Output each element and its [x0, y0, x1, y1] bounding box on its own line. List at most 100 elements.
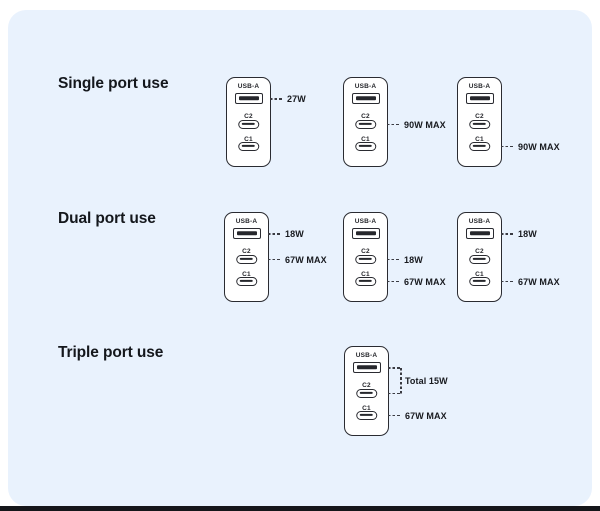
power-callout-c1: 67W MAX	[501, 277, 560, 287]
usb-a-pin-bar	[238, 96, 259, 101]
usb-c-pin-line	[240, 280, 253, 283]
usb-c-pin-line	[359, 123, 372, 126]
usb-c-port-icon	[237, 142, 260, 151]
port-label-text: USB-A	[468, 217, 491, 225]
port-label-text: USB-A	[235, 217, 258, 225]
usb-c-pin-line	[242, 123, 255, 126]
usb-a-port-icon	[351, 228, 380, 239]
port-label-usb-a: USB-A	[344, 218, 387, 225]
port-power-label: 67W MAX	[405, 410, 447, 421]
usb-c-port-icon	[235, 277, 258, 286]
usb-a-port-icon	[351, 93, 380, 104]
bracket-dash-top	[388, 367, 401, 369]
section-title: Dual port use	[58, 210, 156, 227]
usb-c-port-icon	[354, 277, 377, 286]
usb-a-pin-bar	[469, 96, 490, 101]
usb-c-pin-line	[359, 145, 372, 148]
callout-dash-line	[387, 280, 401, 283]
usb-a-pin-bar	[356, 365, 377, 370]
usb-c-pin-line	[360, 414, 373, 417]
port-power-label: 67W MAX	[285, 254, 327, 265]
usb-a-pin-bar	[236, 231, 257, 236]
power-callout-c2: 67W MAX	[268, 255, 327, 265]
usb-c-port-icon	[237, 120, 260, 129]
callout-dash-line	[388, 414, 402, 417]
usb-c-port-icon	[355, 389, 378, 398]
usb-a-pin-bar	[469, 231, 490, 236]
power-callout-c1: 67W MAX	[388, 411, 447, 421]
port-label-usb-a: USB-A	[458, 218, 501, 225]
usb-c-pin-line	[242, 145, 255, 148]
port-power-label: 67W MAX	[518, 276, 560, 287]
usb-c-pin-line	[240, 258, 253, 261]
power-callout-usb-a: 27W	[270, 94, 306, 104]
usb-c-pin-line	[360, 392, 373, 395]
callout-dash-line	[270, 98, 284, 100]
usb-c-port-icon	[354, 142, 377, 151]
port-label-usb-a: USB-A	[225, 218, 268, 225]
usb-a-port-icon	[234, 93, 263, 104]
port-power-label: 27W	[287, 94, 306, 104]
usb-a-port-icon	[465, 228, 494, 239]
usb-a-port-icon	[465, 93, 494, 104]
port-label-text: USB-A	[468, 82, 491, 90]
power-callout-usb-a: 18W	[268, 229, 304, 239]
power-callout-c2: 90W MAX	[387, 120, 446, 130]
usb-c-port-icon	[468, 120, 491, 129]
usb-c-port-icon	[354, 120, 377, 129]
usb-c-port-icon	[468, 277, 491, 286]
port-label-text: USB-A	[354, 217, 377, 225]
port-label-text: USB-A	[354, 82, 377, 90]
section-title: Triple port use	[58, 344, 164, 361]
port-label-text: USB-A	[237, 82, 260, 90]
callout-dash-line	[387, 123, 401, 126]
port-power-label: 90W MAX	[518, 141, 560, 152]
usb-a-port-icon	[352, 362, 381, 373]
usb-c-port-icon	[468, 255, 491, 264]
usb-a-pin-bar	[355, 231, 376, 236]
power-callout-c1: 90W MAX	[501, 142, 560, 152]
section-title: Single port use	[58, 75, 169, 92]
usb-c-pin-line	[473, 123, 486, 126]
callout-dash-line	[387, 258, 401, 261]
port-power-label: 90W MAX	[404, 119, 446, 130]
usb-c-pin-line	[473, 280, 486, 283]
callout-dash-line	[501, 145, 515, 148]
usb-a-pin-bar	[355, 96, 376, 101]
usb-c-pin-line	[359, 258, 372, 261]
total-power-label: Total 15W	[405, 375, 448, 386]
port-label-usb-a: USB-A	[344, 83, 387, 90]
power-callout-c2: 18W	[387, 255, 423, 265]
usb-c-pin-line	[473, 145, 486, 148]
bottom-dark-strip	[0, 506, 600, 511]
bracket-line-vertical	[400, 368, 402, 394]
power-callout-c1: 67W MAX	[387, 277, 446, 287]
port-label-text: USB-A	[355, 351, 378, 359]
port-label-usb-a: USB-A	[458, 83, 501, 90]
callout-dash-line	[268, 258, 282, 261]
port-power-label: 18W	[518, 229, 537, 239]
usb-c-port-icon	[235, 255, 258, 264]
usb-c-port-icon	[355, 411, 378, 420]
port-power-label: 18W	[285, 229, 304, 239]
callout-dash-line	[268, 233, 282, 235]
usb-c-port-icon	[468, 142, 491, 151]
usb-c-pin-line	[473, 258, 486, 261]
bracket-dash-bottom	[388, 392, 401, 395]
usb-a-port-icon	[232, 228, 261, 239]
callout-dash-line	[501, 233, 515, 235]
